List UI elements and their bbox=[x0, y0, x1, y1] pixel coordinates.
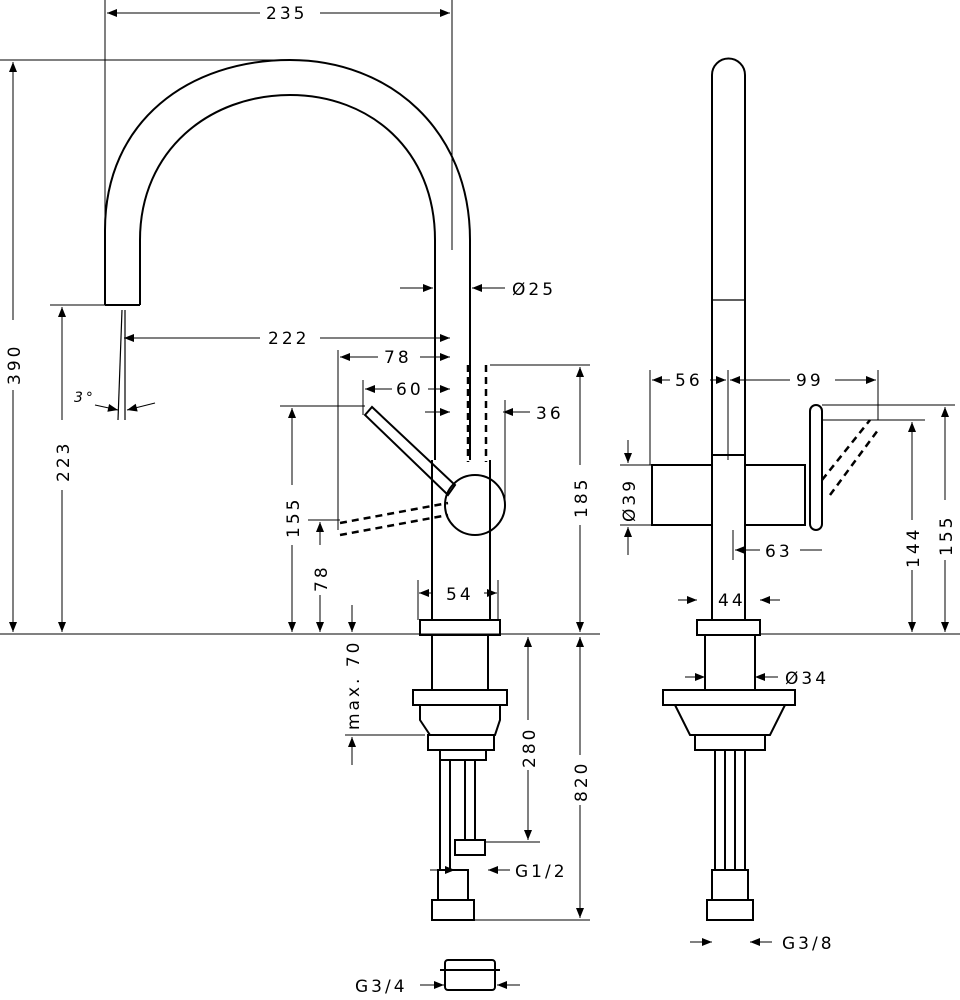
dim-99: 99 bbox=[796, 371, 824, 391]
dim-g34: G3/4 bbox=[355, 977, 408, 997]
dim-820: 820 bbox=[572, 761, 592, 802]
dim-dia39: Ø39 bbox=[620, 478, 640, 522]
dim-g12: G1/2 bbox=[515, 862, 568, 882]
front-view-faucet bbox=[104, 58, 508, 991]
dim-63: 63 bbox=[765, 542, 793, 562]
dim-44: 44 bbox=[718, 591, 746, 611]
dim-390: 390 bbox=[5, 344, 25, 385]
dim-78-lever: 78 bbox=[384, 348, 412, 368]
dim-78-height: 78 bbox=[312, 564, 332, 592]
dim-144: 144 bbox=[904, 527, 924, 568]
dim-235: 235 bbox=[266, 4, 307, 24]
dim-56: 56 bbox=[675, 371, 703, 391]
dim-60: 60 bbox=[396, 380, 424, 400]
dim-dia25: Ø25 bbox=[512, 280, 556, 300]
dim-223: 223 bbox=[54, 441, 74, 482]
side-dimensions: 56 99 Ø39 63 144 155 44 Ø34 G3/8 bbox=[620, 370, 960, 954]
side-view-faucet bbox=[651, 57, 880, 921]
dim-36: 36 bbox=[536, 404, 564, 424]
dim-222: 222 bbox=[268, 329, 309, 349]
dim-54: 54 bbox=[446, 585, 474, 605]
dim-280: 280 bbox=[520, 727, 540, 768]
dim-155: 155 bbox=[284, 497, 304, 538]
handle-knob bbox=[444, 474, 506, 536]
dim-angle: 3° bbox=[74, 390, 96, 406]
front-dimensions: 235 Ø25 222 78 60 36 3° 390 223 155 78 m… bbox=[0, 0, 600, 997]
dim-185: 185 bbox=[572, 477, 592, 518]
dim-max70: max. 70 bbox=[344, 640, 364, 730]
dim-dia34: Ø34 bbox=[785, 669, 829, 689]
dim-g38: G3/8 bbox=[782, 934, 835, 954]
dim-155-side: 155 bbox=[937, 515, 957, 556]
